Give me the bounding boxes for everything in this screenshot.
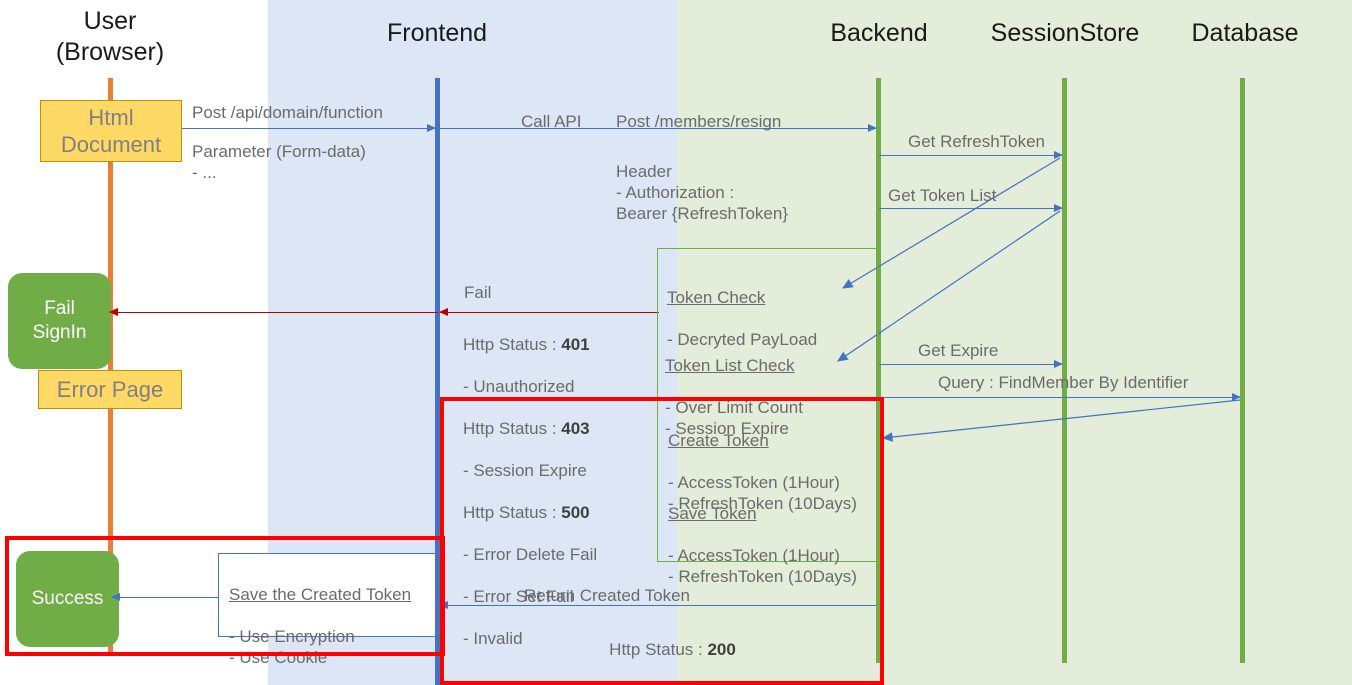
label-post-api: Post /api/domain/function (192, 103, 383, 122)
fail-401-code: 401 (561, 335, 590, 354)
token-list-check-items: - Over Limit Count - Session Expire (665, 398, 803, 438)
success-status-code: 200 (707, 640, 736, 659)
lifeline-frontend (435, 78, 440, 685)
fail-500-item-1: - Error Delete Fail (463, 545, 598, 564)
save-token-items: - AccessToken (1Hour) - RefreshToken (10… (668, 546, 857, 586)
lifeline-sessionstore (1062, 78, 1067, 663)
success-status-label: Http Status : (609, 640, 708, 659)
fail-status-401-line: Http Status : 401 (463, 334, 678, 355)
arrow-backend-to-database-query (879, 393, 1241, 401)
fail-status-500-line: Http Status : 500 (463, 502, 678, 523)
create-token-title: Create Token (668, 431, 769, 450)
save-created-token-body: Save the Created Token - Use Encryption … (219, 554, 435, 685)
label-call-api: Call API (521, 112, 582, 131)
label-post-members-resign: Post /members/resign (616, 112, 782, 131)
token-check-title: Token Check (667, 288, 766, 307)
label-get-token-list: Get Token List (888, 186, 997, 205)
arrow-note-to-user-success (111, 593, 219, 601)
arrow-frontend-to-backend-call-api (438, 124, 877, 132)
label-return-created-token: Return Created Token (524, 586, 691, 605)
label-fail: Fail (464, 283, 492, 302)
arrow-user-to-frontend-post-api (182, 124, 436, 132)
token-check-items: - Decryted PayLoad (667, 330, 818, 349)
fail-500-item-2: - Error Set Fail (463, 587, 574, 606)
lifeline-user (108, 78, 113, 656)
label-header: Header - Authorization : Bearer {Refresh… (616, 162, 788, 223)
note-fail-detail: Http Status : 401 - Unauthorized Http St… (463, 313, 678, 670)
fail-403-code: 403 (561, 419, 590, 438)
arrow-frontend-to-user-fail-signin (109, 308, 438, 316)
label-query-find-member: Query : FindMember By Identifier (938, 373, 1189, 392)
lifeline-database (1240, 78, 1245, 663)
label-parameter: Parameter (Form-data) - ... (192, 142, 366, 182)
column-title-user: User (Browser) (55, 7, 165, 66)
lifeline-backend (876, 78, 881, 663)
fail-403-label: Http Status : (463, 419, 562, 438)
fail-401-label: Http Status : (463, 335, 562, 354)
success-status-line: Http Status : 200 (540, 639, 805, 660)
arrow-backend-to-sessionstore-get-expire (879, 360, 1063, 368)
highlight-box-success-flow (5, 536, 445, 656)
node-fail-signin[interactable]: Fail SignIn (8, 273, 111, 369)
fail-status-403-line: Http Status : 403 (463, 418, 678, 439)
note-token-list-check: Token List Check - Over Limit Count - Se… (665, 334, 803, 460)
token-list-check-title: Token List Check (665, 356, 795, 375)
arrow-backend-to-sessionstore-get-token-list (879, 204, 1063, 212)
save-created-token-callout: Save the Created Token - Use Encryption … (218, 553, 436, 667)
create-token-items: - AccessToken (1Hour) - RefreshToken (10… (668, 473, 857, 513)
node-success[interactable]: Success (16, 551, 119, 647)
fail-500-code: 500 (561, 503, 590, 522)
label-get-refreshtoken: Get RefreshToken (908, 132, 1046, 151)
note-create-token: Create Token - AccessToken (1Hour) - Ref… (668, 409, 857, 535)
fail-500-item-3: - Invalid (463, 629, 523, 648)
save-created-token-title: Save the Created Token (229, 585, 412, 604)
column-title-frontend: Frontend (386, 19, 488, 47)
column-title-sessionstore: SessionStore (990, 19, 1140, 47)
column-title-backend: Backend (830, 19, 928, 47)
note-backend-logic: Token Check - Decryted PayLoad (667, 266, 817, 371)
arrow-backend-to-frontend-fail (439, 308, 659, 316)
save-token-title: Save Token (668, 504, 757, 523)
column-title-database: Database (1191, 19, 1299, 47)
fail-403-item: - Session Expire (463, 461, 587, 480)
note-save-token: Save Token - AccessToken (1Hour) - Refre… (668, 482, 857, 608)
node-error-page[interactable]: Error Page (38, 370, 182, 409)
label-get-expire: Get Expire (918, 341, 999, 360)
backend-logic-note-frame (657, 248, 878, 562)
arrow-backend-to-sessionstore-get-refreshtoken (879, 151, 1063, 159)
node-html-document[interactable]: Html Document (40, 100, 182, 162)
fail-401-item: - Unauthorized (463, 377, 575, 396)
highlight-box-token-creation (440, 397, 884, 685)
fail-500-label: Http Status : (463, 503, 562, 522)
